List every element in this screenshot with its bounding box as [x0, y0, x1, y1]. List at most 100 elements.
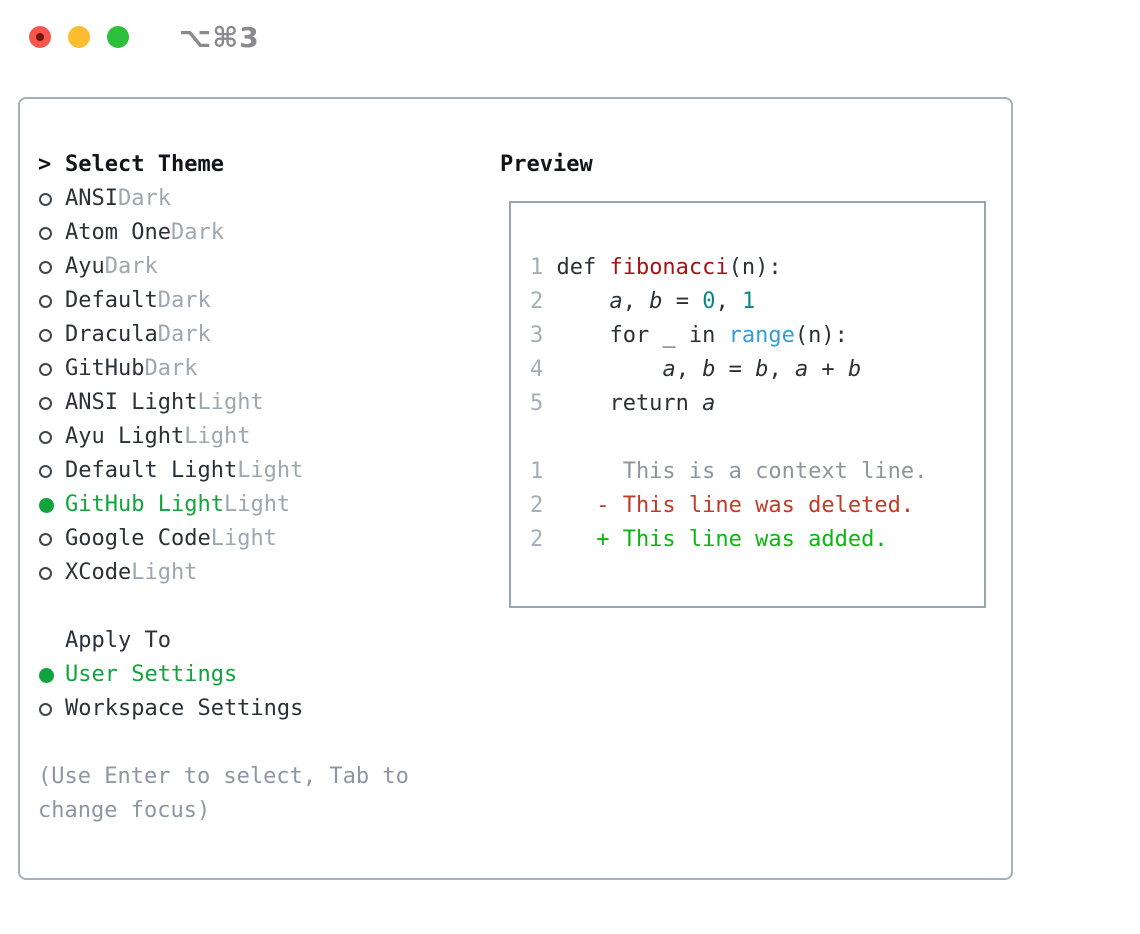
theme-name: Default — [65, 288, 158, 313]
radio-icon — [39, 532, 52, 546]
theme-variant-tag: Light — [184, 424, 251, 449]
apply-option-workspace-settings[interactable]: Workspace Settings — [38, 692, 478, 726]
theme-name: GitHub Light — [65, 492, 224, 517]
theme-name: XCode — [65, 560, 132, 585]
theme-variant-tag: Light — [197, 390, 264, 415]
theme-option-ansi[interactable]: ANSI Dark — [38, 182, 478, 216]
code-token: , — [622, 289, 650, 314]
code-token: + — [808, 357, 848, 382]
code-token: a — [662, 357, 676, 382]
theme-option-github[interactable]: GitHub Dark — [38, 352, 478, 386]
zoom-button[interactable] — [107, 26, 129, 48]
radio-selected-icon — [39, 497, 54, 513]
apply-option-label: User Settings — [65, 662, 238, 687]
code-token: 1 — [741, 289, 756, 314]
theme-variant-tag: Dark — [117, 186, 171, 211]
theme-name: Default Light — [65, 458, 238, 483]
radio-icon — [39, 464, 52, 478]
theme-option-ayu[interactable]: Ayu Dark — [38, 250, 478, 284]
code-line: 2 + This line was added. — [530, 523, 984, 557]
code-token: a — [794, 357, 809, 382]
theme-name: ANSI — [65, 186, 118, 211]
code-token — [556, 357, 662, 382]
code-token: b — [755, 357, 769, 382]
code-token: a — [702, 391, 716, 416]
theme-option-default-light[interactable]: Default Light Light — [38, 454, 478, 488]
preview-header: Preview — [500, 152, 593, 177]
theme-variant-tag: Light — [131, 560, 198, 585]
line-number: 2 — [530, 527, 544, 552]
line-number: 3 — [530, 323, 544, 348]
code-token: (n): — [728, 255, 782, 280]
theme-name: Atom One — [65, 220, 171, 245]
code-token: b — [649, 289, 663, 314]
code-line: 2 a, b = 0, 1 — [530, 285, 984, 319]
theme-name: Ayu — [65, 254, 105, 279]
code-token: a — [609, 289, 623, 314]
theme-option-atom-one[interactable]: Atom One Dark — [38, 216, 478, 250]
radio-icon — [39, 566, 52, 580]
line-number: 1 — [530, 459, 544, 484]
code-token: , — [715, 289, 742, 314]
theme-name: GitHub — [65, 356, 145, 381]
close-button[interactable] — [29, 26, 51, 48]
theme-option-github-light[interactable]: GitHub Light Light — [38, 488, 478, 522]
theme-name: Ayu Light — [65, 424, 185, 449]
code-line: 5 return a — [530, 387, 984, 421]
theme-option-dracula[interactable]: Dracula Dark — [38, 318, 478, 352]
apply-option-user-settings[interactable]: User Settings — [38, 658, 478, 692]
code-token: , — [768, 357, 795, 382]
theme-name: ANSI Light — [65, 390, 198, 415]
theme-variant-tag: Dark — [170, 220, 224, 245]
code-token: range — [728, 323, 795, 348]
radio-icon — [39, 328, 52, 342]
radio-icon — [39, 226, 52, 240]
minimize-button[interactable] — [68, 26, 90, 48]
radio-icon — [39, 260, 52, 274]
code-token: 0 — [702, 289, 716, 314]
radio-icon — [39, 702, 52, 716]
radio-icon — [39, 294, 52, 308]
prompt-icon: > — [38, 152, 52, 177]
code-line: 1 This is a context line. — [530, 455, 984, 489]
window-title: ⌥⌘3 — [179, 20, 260, 54]
radio-icon — [39, 192, 52, 206]
code-token: (n): — [794, 323, 848, 348]
theme-option-default[interactable]: Default Dark — [38, 284, 478, 318]
code-token: + This line was added. — [556, 527, 888, 552]
spacer — [38, 726, 478, 760]
code-line: 2 - This line was deleted. — [530, 489, 984, 523]
theme-variant-tag: Dark — [157, 288, 211, 313]
radio-selected-icon — [39, 667, 54, 683]
radio-icon — [39, 362, 52, 376]
theme-option-xcode[interactable]: XCode Light — [38, 556, 478, 590]
theme-option-ansi-light[interactable]: ANSI Light Light — [38, 386, 478, 420]
line-number: 2 — [530, 289, 544, 314]
line-number: 1 — [530, 255, 544, 280]
theme-name: Google Code — [65, 526, 211, 551]
theme-variant-tag: Light — [237, 458, 304, 483]
line-number: 5 — [530, 391, 544, 416]
code-token: = — [662, 289, 703, 314]
keyboard-hint: (Use Enter to select, Tab to change focu… — [38, 764, 409, 823]
code-token: return — [556, 391, 703, 416]
code-token: fibonacci — [609, 255, 729, 280]
radio-icon — [39, 430, 52, 444]
theme-option-google-code[interactable]: Google Code Light — [38, 522, 478, 556]
code-line: 4 a, b = b, a + b — [530, 353, 984, 387]
code-token: This is a context line. — [556, 459, 928, 484]
radio-icon — [39, 396, 52, 410]
code-token: - This line was deleted. — [556, 493, 915, 518]
theme-variant-tag: Dark — [104, 254, 158, 279]
spacer — [38, 590, 478, 624]
line-number: 4 — [530, 357, 544, 382]
theme-option-ayu-light[interactable]: Ayu Light Light — [38, 420, 478, 454]
select-theme-header: Select Theme — [65, 152, 224, 177]
code-token: b — [847, 357, 862, 382]
theme-name: Dracula — [65, 322, 158, 347]
